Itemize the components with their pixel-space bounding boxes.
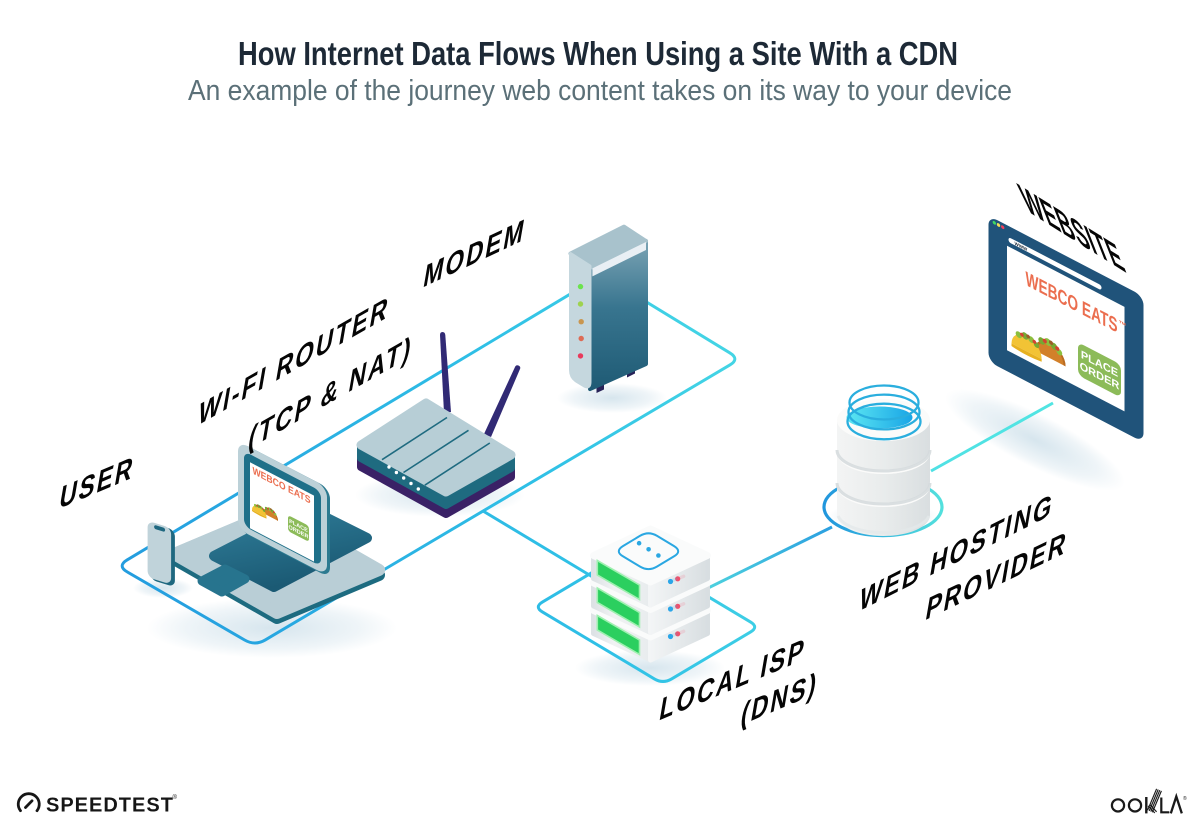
svg-text:How Internet Data Flows When U: How Internet Data Flows When Using a Sit… bbox=[238, 35, 958, 72]
svg-text:MODEM: MODEM bbox=[421, 212, 529, 296]
svg-text:An example of the journey web: An example of the journey web content ta… bbox=[188, 75, 1012, 107]
svg-text:®: ® bbox=[1183, 795, 1187, 802]
svg-text:SPEEDTEST: SPEEDTEST bbox=[46, 795, 174, 817]
svg-text:®: ® bbox=[173, 794, 178, 801]
svg-text:USER: USER bbox=[57, 449, 138, 516]
svg-text:™: ™ bbox=[1119, 318, 1127, 332]
